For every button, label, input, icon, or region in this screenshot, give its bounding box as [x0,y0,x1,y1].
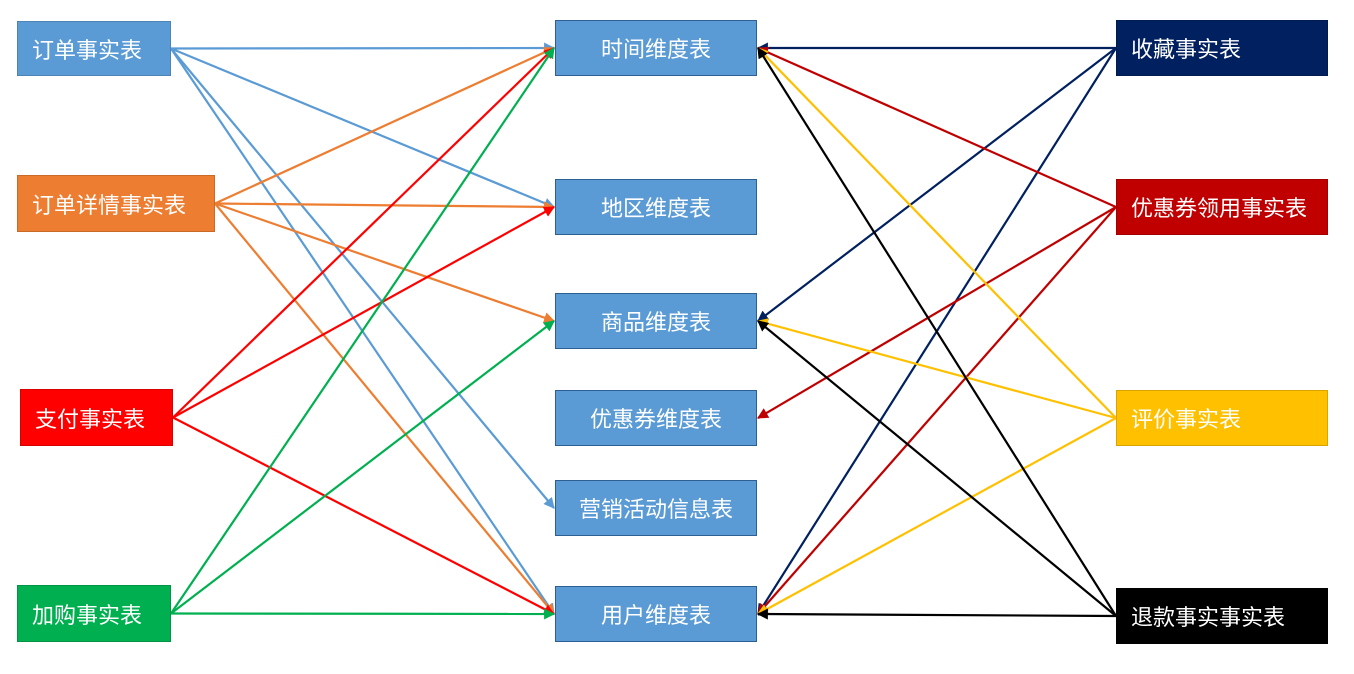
fact-favorite-label: 收藏事实表 [1131,38,1242,63]
dim-user-label: 用户维度表 [600,604,711,629]
fact-order-detail-label: 订单详情事实表 [32,193,187,219]
edge-f_comment-to-d_time [757,47,1117,419]
dim-region-node: 地区维度表 [555,179,757,235]
edge-f_fav-to-d_goods [757,47,1117,322]
edge-f_order-to-d_activity [170,47,555,509]
edge-f_detail-to-d_goods [214,202,556,323]
edge-f_refund-to-d_goods [757,320,1117,617]
fact-cart-node: 加购事实表 [17,585,171,642]
edge-f_cart-to-d_time [170,47,555,615]
dim-region-label: 地区维度表 [600,197,711,222]
fact-payment-node: 支付事实表 [20,389,173,446]
dim-time-node: 时间维度表 [555,20,757,76]
edge-f_pay-to-d_user [172,416,555,615]
dim-coupon-node: 优惠券维度表 [555,390,757,446]
fact-cart-label: 加购事实表 [32,603,143,629]
edge-f_order-to-d_time [170,42,556,54]
edge-f_detail-to-d_time [214,47,555,205]
dim-goods-label: 商品维度表 [600,311,711,336]
edge-f_detail-to-d_user [214,202,555,615]
edge-f_refund-to-d_user [756,608,1117,620]
fact-coupon-use-label: 优惠券领用事实表 [1131,197,1308,222]
fact-order-node: 订单事实表 [17,21,171,76]
fact-refund-label: 退款事实事实表 [1131,606,1286,631]
edge-f_couponuse-to-d_time [756,46,1117,209]
fact-coupon-use-node: 优惠券领用事实表 [1116,179,1328,235]
edge-f_pay-to-d_time [172,47,555,419]
fact-comment-node: 评价事实表 [1116,390,1328,446]
fact-order-label: 订单事实表 [32,38,143,64]
edge-f_comment-to-d_goods [756,318,1117,420]
dim-activity-node: 营销活动信息表 [555,480,757,536]
edge-f_couponuse-to-d_coupon [757,206,1117,419]
fact-refund-node: 退款事实事实表 [1116,588,1328,644]
edge-f_order-to-d_region [170,47,556,209]
fact-favorite-node: 收藏事实表 [1116,20,1328,76]
edge-f_comment-to-d_user [757,417,1117,615]
fact-comment-label: 评价事实表 [1131,408,1242,433]
dim-coupon-label: 优惠券维度表 [589,408,722,433]
edge-f_cart-to-d_goods [170,320,555,615]
fact-payment-label: 支付事实表 [35,407,146,433]
edge-f_pay-to-d_region [172,206,555,419]
dim-goods-node: 商品维度表 [555,293,757,349]
edge-f_refund-to-d_time [757,47,1117,617]
edge-f_couponuse-to-d_user [757,206,1117,615]
dim-activity-label: 营销活动信息表 [578,498,733,523]
dim-user-node: 用户维度表 [555,586,757,642]
dim-time-label: 时间维度表 [600,38,711,63]
edge-f_cart-to-d_user [170,608,556,620]
edge-f_detail-to-d_region [214,201,556,213]
fact-order-detail-node: 订单详情事实表 [17,175,215,232]
